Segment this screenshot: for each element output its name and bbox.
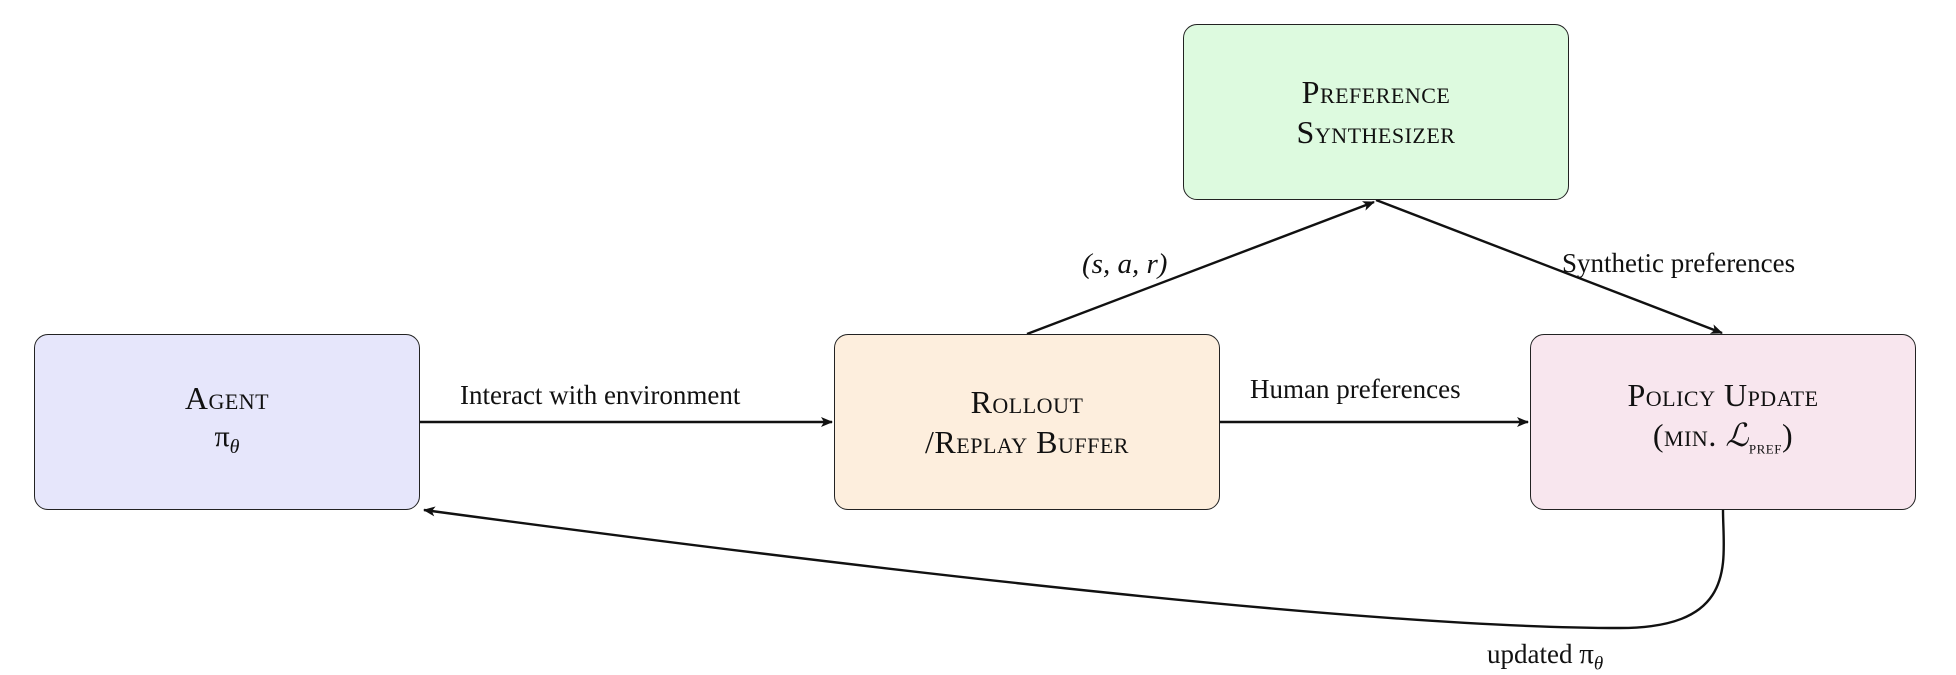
updated-pi: π xyxy=(1579,638,1594,670)
policy-line1: Policy Update xyxy=(1627,377,1819,414)
updated-text: updated xyxy=(1487,639,1580,669)
label-updated-policy: updated πθ xyxy=(1487,638,1603,675)
rollout-line2: /Replay Buffer xyxy=(925,424,1129,460)
policy-min-prefix: (min. xyxy=(1652,417,1726,454)
synthesizer-line1: Preference xyxy=(1301,74,1451,110)
agent-theta: θ xyxy=(229,436,240,458)
agent-policy-symbol: πθ xyxy=(215,418,240,466)
policy-update-node: Policy Update (min. ℒpref) xyxy=(1530,334,1916,510)
updated-theta: θ xyxy=(1593,653,1604,675)
rollout-buffer-node: Rollout /Replay Buffer xyxy=(834,334,1220,510)
edge-rollout-to-synthesizer xyxy=(1026,200,1375,336)
loss-symbol: ℒ xyxy=(1725,417,1749,454)
loss-subscript: pref xyxy=(1748,437,1782,459)
preference-synthesizer-node: Preference Synthesizer xyxy=(1183,24,1569,200)
edge-policy-to-agent xyxy=(423,506,1725,630)
label-interact: Interact with environment xyxy=(460,380,741,410)
label-sar: (s, a, r) xyxy=(1082,248,1168,280)
label-human-preferences: Human preferences xyxy=(1250,374,1461,404)
label-synthetic-preferences: Synthetic preferences xyxy=(1562,248,1796,278)
rollout-line1: Rollout xyxy=(970,384,1084,420)
agent-pi: π xyxy=(214,420,230,453)
policy-line2: (min. ℒpref) xyxy=(1653,415,1793,468)
agent-title: Agent xyxy=(184,380,270,416)
agent-node: Agent πθ xyxy=(34,334,420,510)
synthesizer-line2: Synthesizer xyxy=(1296,114,1456,150)
policy-close-paren: ) xyxy=(1781,417,1794,454)
edge-synthesizer-to-policy xyxy=(1375,198,1723,335)
